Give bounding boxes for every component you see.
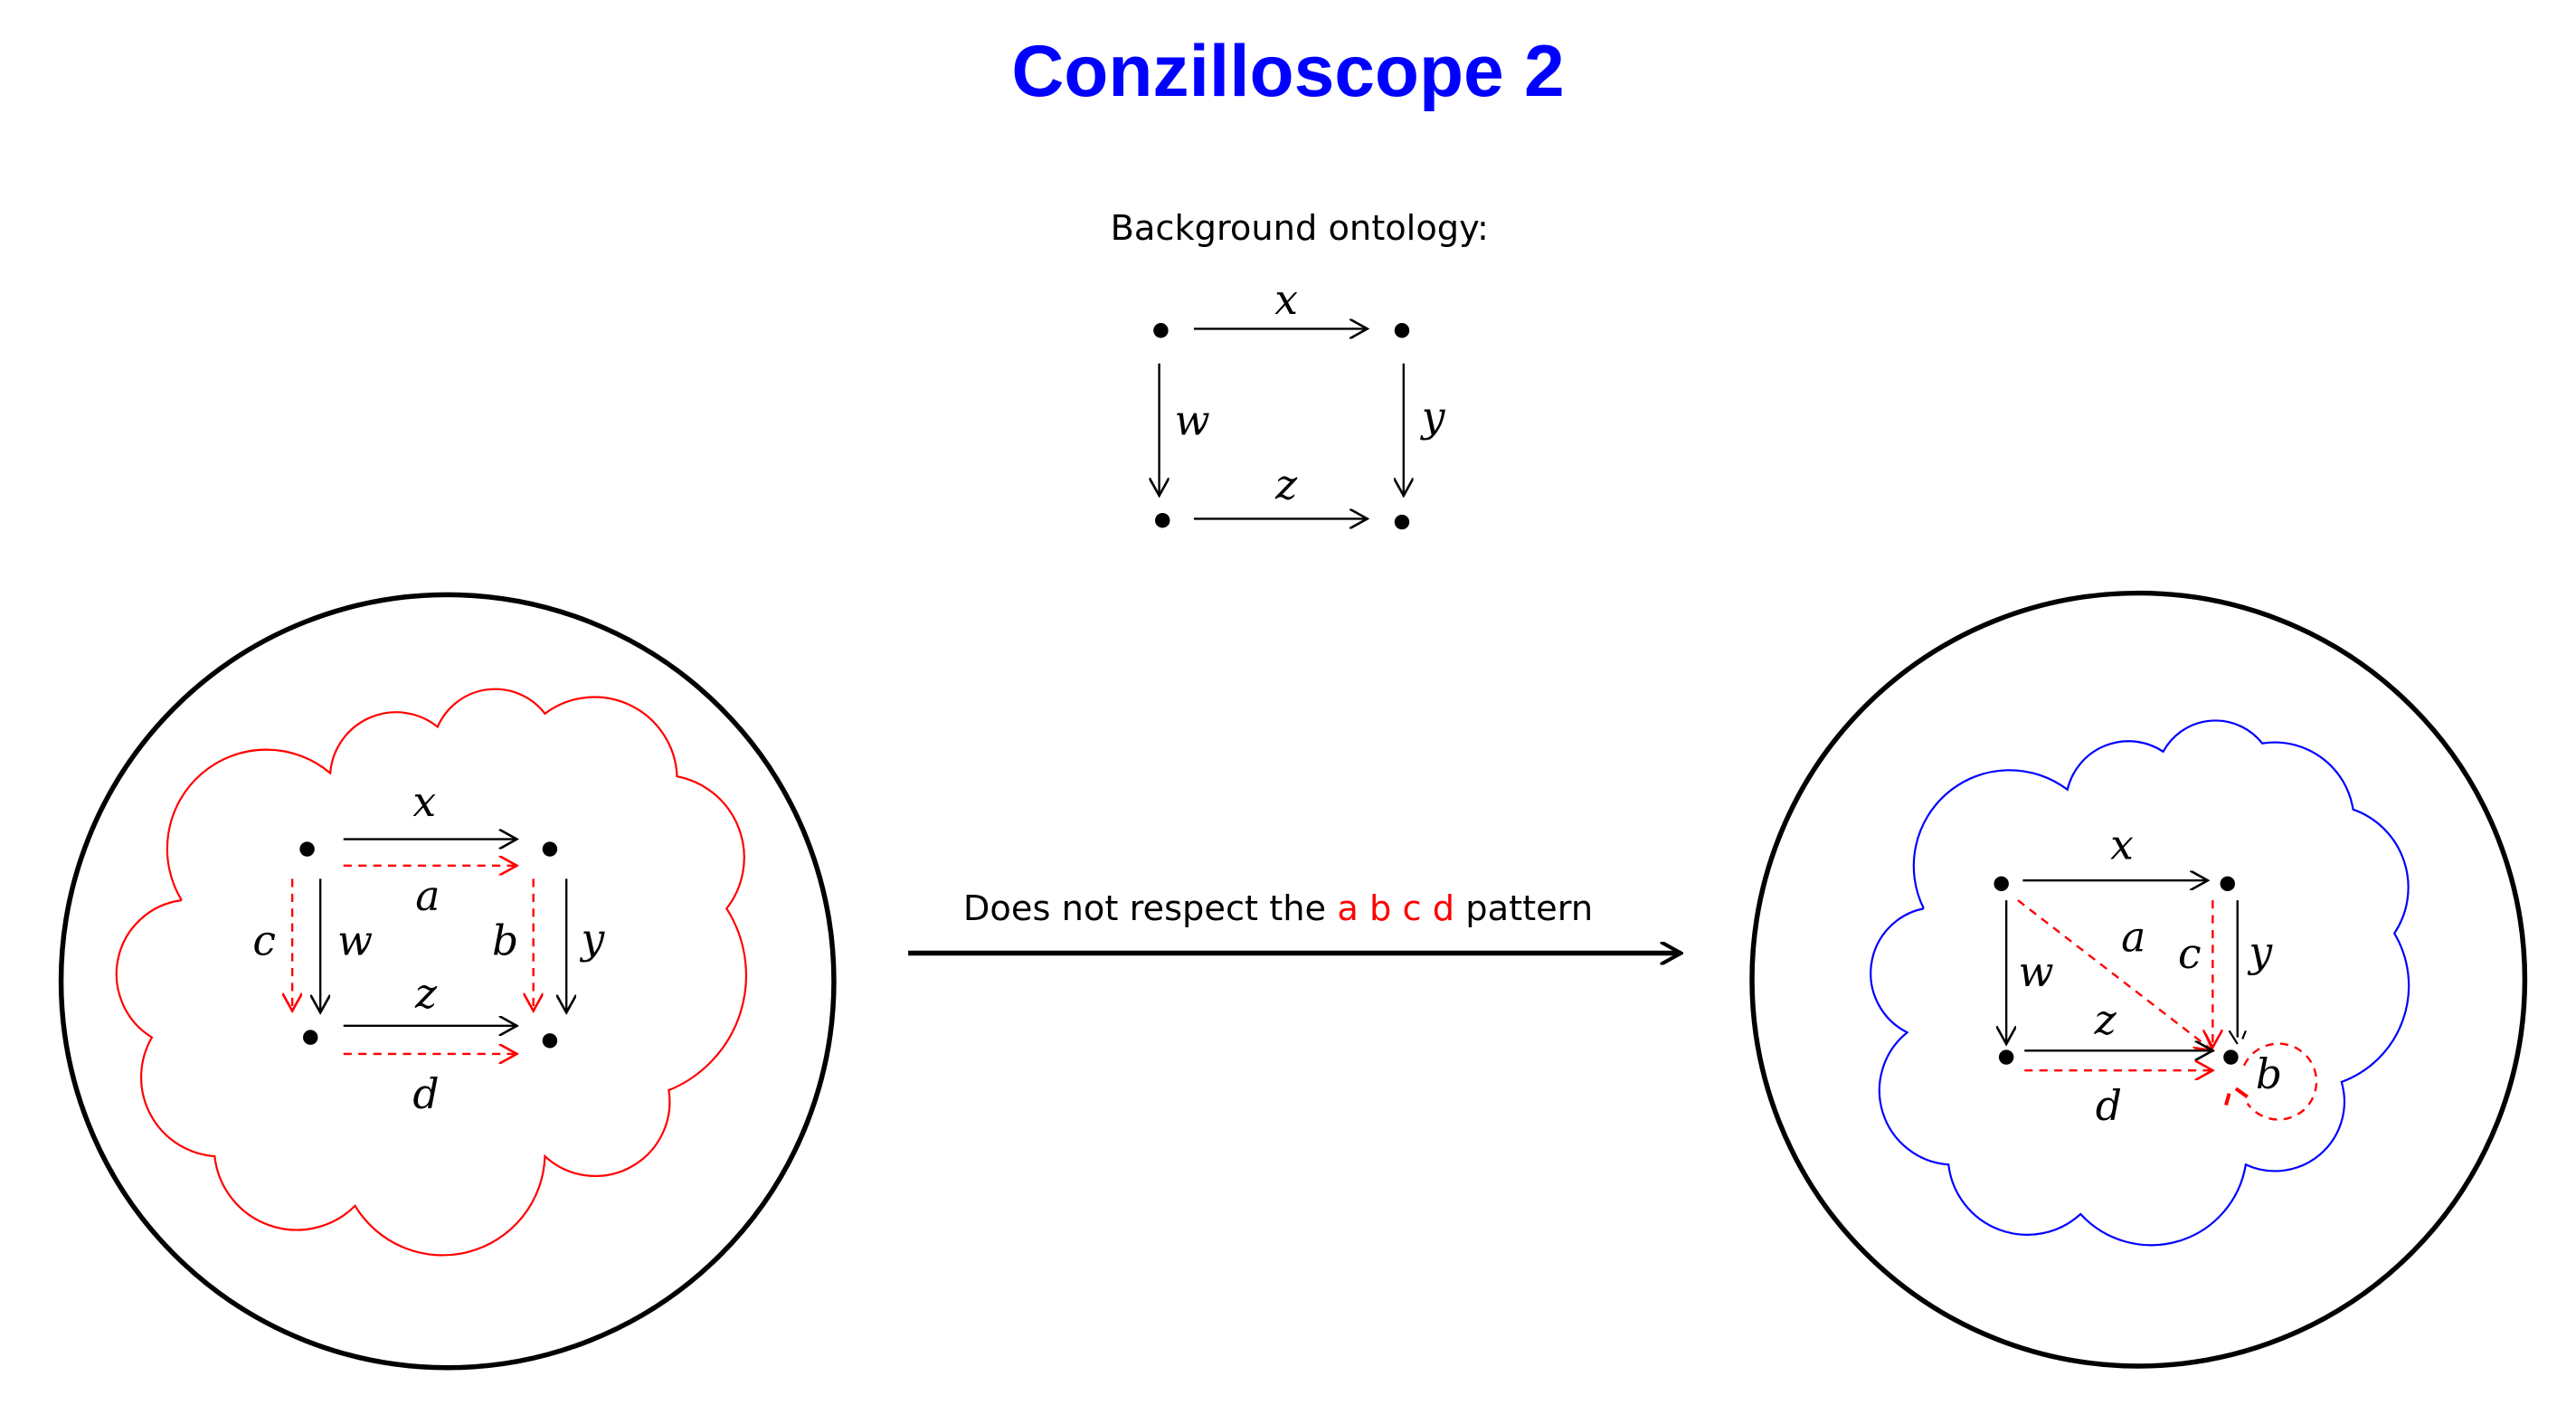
label-y: y [1420, 394, 1446, 441]
text-before: Does not respect the [963, 888, 1326, 929]
label-b: b [492, 916, 518, 964]
pattern-text: a b c d [1337, 888, 1454, 929]
label-x: x [2110, 821, 2134, 869]
transition: Does not respect the a b c d pattern [908, 888, 1681, 954]
label-d: d [2096, 1082, 2122, 1130]
node [1394, 323, 1410, 338]
arrow-b-head [2224, 1087, 2249, 1106]
label-z: z [2094, 996, 2117, 1044]
node [542, 1033, 558, 1049]
page-title: Conzilloscope 2 [1011, 31, 1564, 112]
label-c: c [252, 916, 276, 964]
background-ontology: Background ontology: x w y z [1111, 208, 1489, 530]
label-x: x [412, 778, 436, 826]
arrow-a [2017, 899, 2212, 1050]
red-cloud [115, 688, 748, 1257]
node [2223, 1049, 2239, 1065]
label-y: y [580, 916, 606, 964]
model-circle [1749, 590, 2528, 1369]
label-c: c [2178, 930, 2202, 978]
model-circle [58, 592, 837, 1371]
transition-text: Does not respect the a b c d pattern [963, 888, 1593, 929]
blue-cloud [1870, 719, 2410, 1247]
node [542, 841, 558, 857]
node [1998, 1049, 2014, 1065]
label-y: y [2247, 928, 2273, 976]
label-b: b [2256, 1050, 2282, 1098]
label-d: d [412, 1070, 439, 1118]
arrow-b-loop [2242, 1042, 2318, 1121]
node [2220, 876, 2236, 892]
node [303, 1030, 318, 1045]
text-after: pattern [1465, 888, 1593, 929]
label-z: z [1274, 460, 1298, 508]
label-a: a [415, 872, 440, 920]
node [1155, 513, 1170, 528]
label-z: z [414, 970, 438, 1018]
label-a: a [2121, 914, 2145, 962]
node [1394, 514, 1410, 530]
label-w: w [2018, 948, 2053, 996]
label-w: w [1175, 396, 1210, 444]
right-model: x a c y w z d b [1749, 590, 2528, 1369]
arrow-y-head [2228, 1030, 2247, 1045]
node [299, 841, 315, 857]
node [1153, 323, 1169, 338]
label-x: x [1274, 276, 1298, 324]
node [1994, 876, 2009, 892]
label-w: w [337, 916, 373, 964]
background-caption: Background ontology: [1111, 208, 1489, 249]
left-model: x a c w b y z d [58, 592, 837, 1371]
